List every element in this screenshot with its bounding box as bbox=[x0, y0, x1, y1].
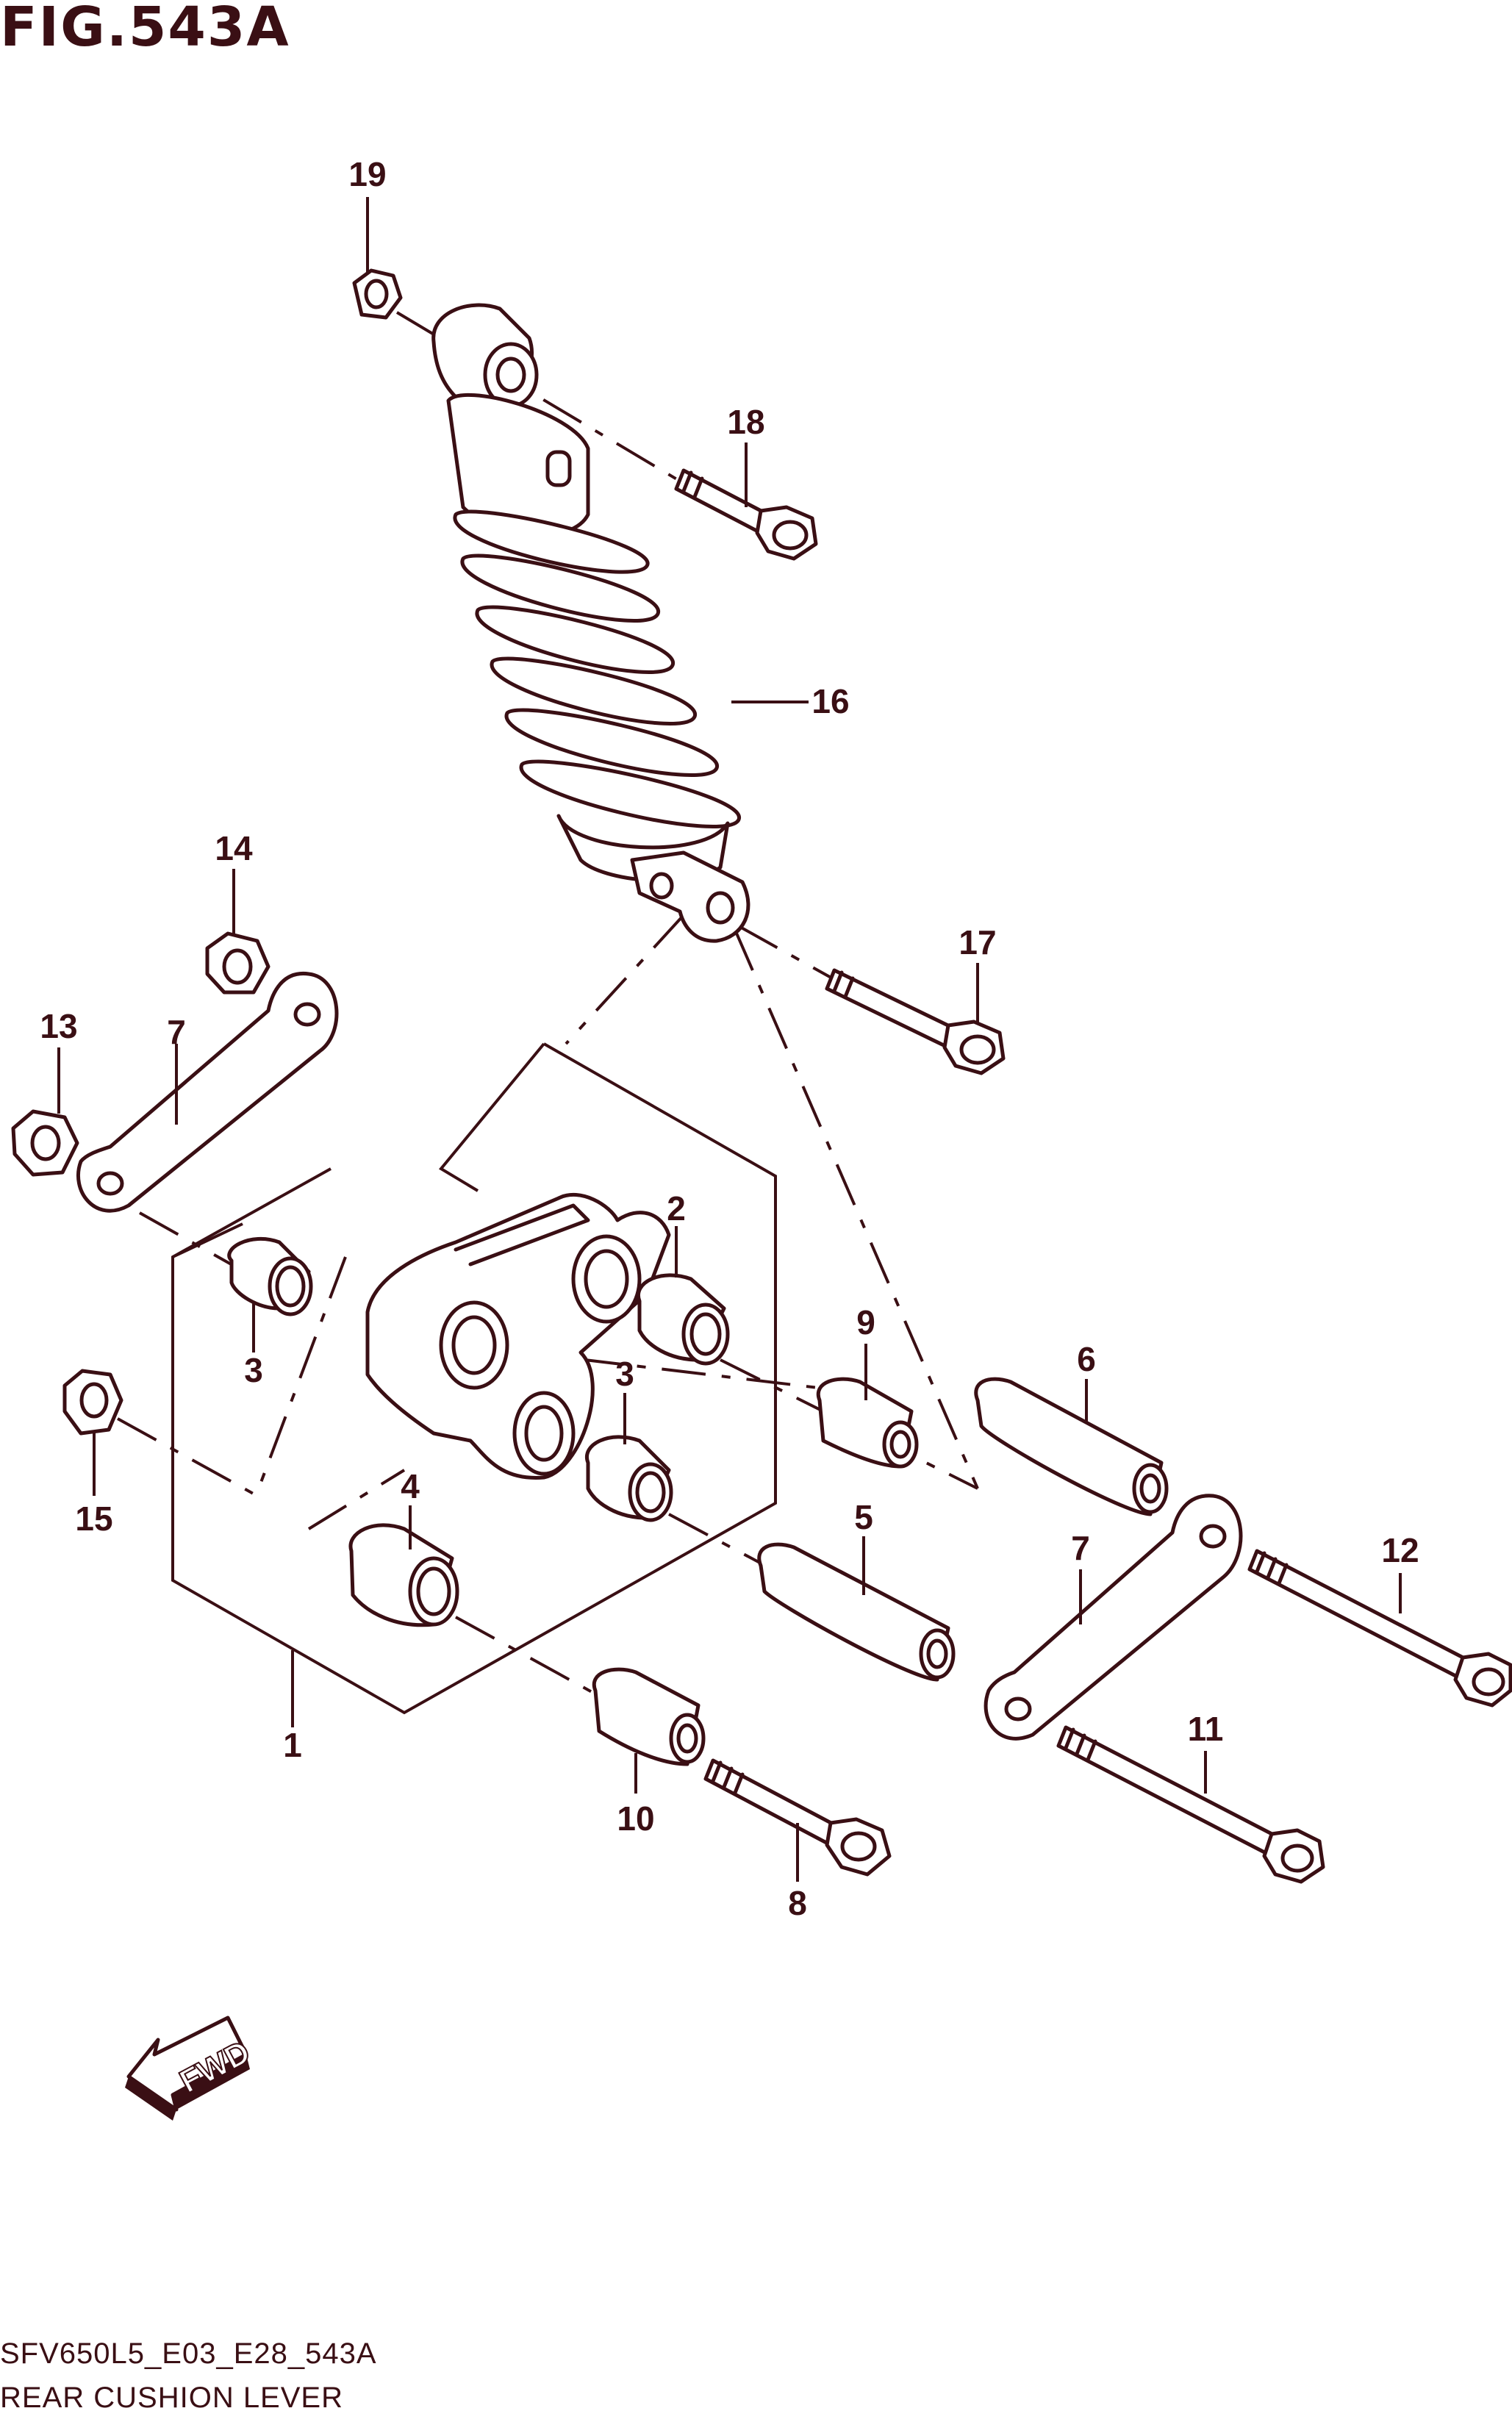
part-14-nut bbox=[205, 931, 270, 995]
callout-16: 16 bbox=[811, 682, 849, 720]
part-19-nut bbox=[352, 268, 403, 320]
part-11-bolt bbox=[1056, 1725, 1325, 1884]
part-4-bearing bbox=[348, 1523, 459, 1627]
part-18-bolt bbox=[674, 468, 818, 561]
part-10-spacer bbox=[592, 1667, 706, 1766]
part-1-cushion-lever bbox=[365, 1193, 671, 1480]
callout-1: 1 bbox=[283, 1726, 302, 1764]
figure-title: FIG.543A bbox=[0, 0, 290, 59]
callout-14: 14 bbox=[215, 829, 253, 867]
callout-7-lower: 7 bbox=[1071, 1529, 1090, 1567]
callout-3-right: 3 bbox=[615, 1355, 634, 1393]
part-12-bolt bbox=[1247, 1549, 1512, 1708]
callout-18: 18 bbox=[727, 403, 764, 441]
part-17-bolt bbox=[825, 968, 1006, 1075]
part-3-bearing-left bbox=[227, 1236, 313, 1316]
part-6-sleeve bbox=[974, 1377, 1169, 1516]
part-9-spacer bbox=[816, 1377, 919, 1469]
figure-name: REAR CUSHION LEVER bbox=[0, 2382, 343, 2414]
callout-8: 8 bbox=[788, 1884, 807, 1922]
part-2-bearing bbox=[636, 1273, 730, 1366]
callout-4: 4 bbox=[401, 1467, 420, 1505]
callout-labels: 19 18 16 14 17 13 7 2 3 9 6 3 15 4 5 7 1… bbox=[40, 155, 1419, 1922]
part-5-sleeve bbox=[757, 1542, 956, 1682]
callout-15: 15 bbox=[75, 1500, 112, 1538]
part-7-tie-rod-upper bbox=[76, 972, 339, 1213]
callout-2: 2 bbox=[667, 1189, 686, 1228]
callout-7-upper: 7 bbox=[167, 1013, 186, 1051]
part-13-nut bbox=[11, 1109, 79, 1177]
callout-6: 6 bbox=[1077, 1340, 1096, 1378]
fwd-arrow: FWD bbox=[125, 2016, 257, 2121]
part-3-bearing-right bbox=[584, 1435, 673, 1522]
part-7-tie-rod-lower bbox=[983, 1494, 1243, 1741]
callout-13: 13 bbox=[40, 1007, 77, 1045]
figure-code: SFV650L5_E03_E28_543A bbox=[0, 2337, 377, 2370]
callout-17: 17 bbox=[959, 923, 996, 961]
callout-10: 10 bbox=[617, 1799, 654, 1838]
part-16-shock-absorber bbox=[431, 303, 750, 943]
leader-lines bbox=[57, 197, 1402, 1882]
callout-3-left: 3 bbox=[244, 1351, 263, 1389]
callout-5: 5 bbox=[854, 1498, 873, 1536]
callout-12: 12 bbox=[1381, 1531, 1419, 1569]
callout-19: 19 bbox=[348, 155, 386, 193]
assembly-frame-inner bbox=[438, 1042, 545, 1192]
callout-9: 9 bbox=[856, 1303, 875, 1341]
part-8-bolt bbox=[703, 1758, 892, 1877]
callout-11: 11 bbox=[1188, 1710, 1224, 1748]
part-15-nut bbox=[62, 1369, 123, 1436]
